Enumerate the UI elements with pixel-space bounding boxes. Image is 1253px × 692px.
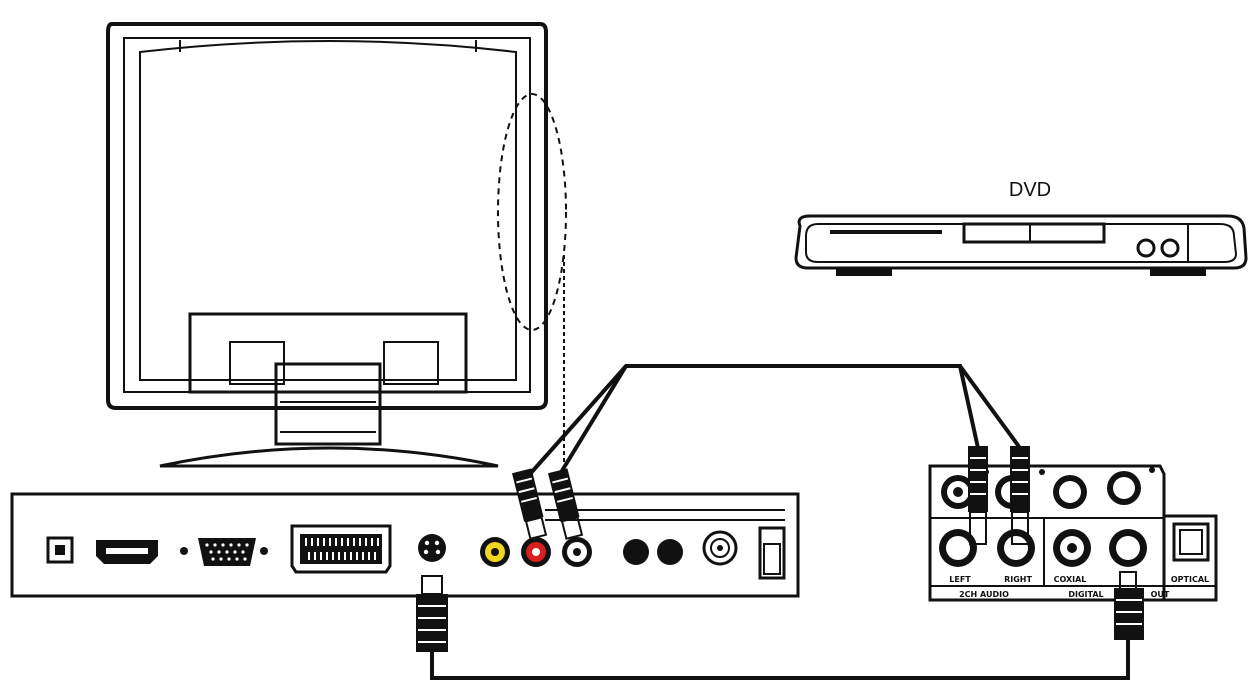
tv-back-panel [10,492,800,598]
vga-port [180,538,268,566]
av-inputs [480,537,592,567]
coaxial-label: COXIAL [1054,575,1087,584]
audio-jack [657,539,683,565]
hdmi-port [96,540,158,564]
optical-label: OPTICAL [1171,575,1209,584]
side-panel-highlight [497,93,567,331]
dvd-rear-panel: LEFT RIGHT COXIAL OPTICAL 2CH AUDIO DIGI… [928,464,1218,602]
scart-port [290,524,392,574]
audio-group-label: 2CH AUDIO [959,590,1009,599]
right-label: RIGHT [1004,575,1032,584]
s-video-port [418,534,446,562]
audio-cable [512,364,1030,545]
audio-jack [623,539,649,565]
dvd-player [794,214,1248,276]
s-video-cable [416,571,1144,680]
digital-group-label: DIGITAL [1068,590,1103,599]
power-switch [758,526,786,580]
out-label: OUT [1151,590,1170,599]
monitor [106,22,548,468]
power-jack [46,536,74,564]
left-label: LEFT [949,575,971,584]
antenna-port [702,530,738,566]
dvd-label: DVD [1009,179,1051,201]
